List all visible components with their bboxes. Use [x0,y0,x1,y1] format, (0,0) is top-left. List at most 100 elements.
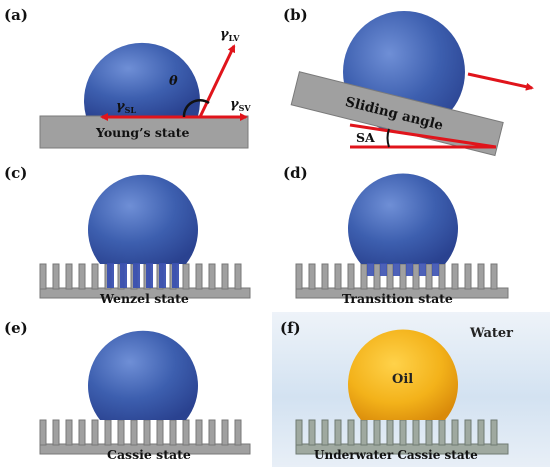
substrate-pillar [104,419,112,446]
liquid-in-groove [419,263,426,276]
panel-b-sliding-angle-arc [386,128,390,148]
panel-c: (c) Wenzel state [4,164,251,306]
substrate-pillar [386,263,394,290]
panel-a-gamma-sv: γSV [230,97,251,113]
substrate-pillar [490,419,498,446]
substrate-pillar [295,263,303,290]
substrate-pillar [386,419,394,446]
panel-a: (a) Young’s state γLV γSL γSV θ [4,6,251,149]
substrate-pillar [182,263,190,290]
panel-b-angle-label: SA [356,130,375,145]
panel-f-letter: (f) [280,319,301,337]
substrate-pillar [39,419,47,446]
liquid-in-groove [393,263,400,276]
liquid-in-groove [406,263,413,276]
substrate-pillar [347,263,355,290]
liquid-in-groove [107,263,114,288]
substrate-pillar [169,419,177,446]
substrate-pillar [412,419,420,446]
panel-a-letter: (a) [4,6,28,24]
panel-f-state-label: Underwater Cassie state [314,448,478,462]
panel-b-incline-line [349,123,497,149]
substrate-pillar [425,419,433,446]
substrate-pillar [91,419,99,446]
panel-a-theta: θ [169,74,178,89]
substrate-pillar [334,263,342,290]
substrate-pillar [373,263,381,290]
panel-a-gamma-lv-arrow [198,44,236,118]
substrate-pillar [91,263,99,290]
panel-c-penetrating-liquid [107,263,179,288]
substrate-pillar [399,419,407,446]
panel-a-substrate [39,115,249,149]
panel-e-letter: (e) [4,319,28,337]
substrate-pillar [156,419,164,446]
panel-b-slide-direction-arrow [467,72,534,91]
substrate-pillar [234,419,242,446]
liquid-in-groove [133,263,140,288]
substrate-pillar [65,263,73,290]
substrate-pillar [451,263,459,290]
substrate-pillar [208,263,216,290]
substrate-pillar [182,419,190,446]
substrate-pillar [308,419,316,446]
panel-f-medium-label: Water [469,326,513,341]
substrate-pillar [360,419,368,446]
panel-d: (d) Transition state [283,164,509,306]
substrate-pillar [438,419,446,446]
substrate-pillar [221,263,229,290]
liquid-in-groove [432,263,439,276]
substrate-pillar [39,263,47,290]
substrate-pillar [477,419,485,446]
substrate-pillar [334,419,342,446]
substrate-pillar [195,419,203,446]
liquid-in-groove [159,263,166,288]
substrate-pillar [360,263,368,290]
panel-a-gamma-lv: γLV [220,27,240,43]
substrate-pillar [52,419,60,446]
liquid-in-groove [120,263,127,288]
substrate-pillar [412,263,420,290]
substrate-pillar [438,263,446,290]
substrate-pillar [130,419,138,446]
panel-e-textured-substrate [39,419,251,455]
substrate-pillar [347,419,355,446]
substrate-pillar [464,263,472,290]
panel-a-state-label: Young’s state [95,125,190,140]
panel-e: (e) Cassie state [4,319,251,462]
panel-c-letter: (c) [4,164,27,182]
panel-c-state-label: Wenzel state [99,291,189,306]
substrate-pillar [425,263,433,290]
substrate-pillar [399,263,407,290]
panel-a-contact-angle-arc [182,98,210,118]
liquid-in-groove [172,263,179,288]
substrate-pillar [195,263,203,290]
substrate-pillar [52,263,60,290]
panel-e-state-label: Cassie state [107,447,191,462]
liquid-in-groove [367,263,374,276]
substrate-pillar [78,263,86,290]
substrate-pillar [295,419,303,446]
substrate-pillar [143,419,151,446]
substrate-pillar [208,419,216,446]
panel-f-textured-substrate [295,419,509,455]
panel-f-droplet-label: Oil [392,372,413,387]
substrate-pillar [477,263,485,290]
panel-a-gamma-sl: γSL [116,99,136,115]
substrate-pillar [464,419,472,446]
panel-b-letter: (b) [283,6,308,24]
substrate-pillar [373,419,381,446]
panel-d-letter: (d) [283,164,308,182]
panel-a-droplet [83,42,200,116]
substrate-pillar [117,419,125,446]
panel-c-droplet [88,174,198,264]
substrate-pillar [490,263,498,290]
substrate-pillar [65,419,73,446]
substrate-pillar [234,263,242,290]
substrate-pillar [451,419,459,446]
panel-b: (b) Sliding angle SA [283,6,534,157]
liquid-in-groove [146,263,153,288]
panel-d-partial-penetration [367,263,439,276]
panel-e-droplet [88,330,198,420]
